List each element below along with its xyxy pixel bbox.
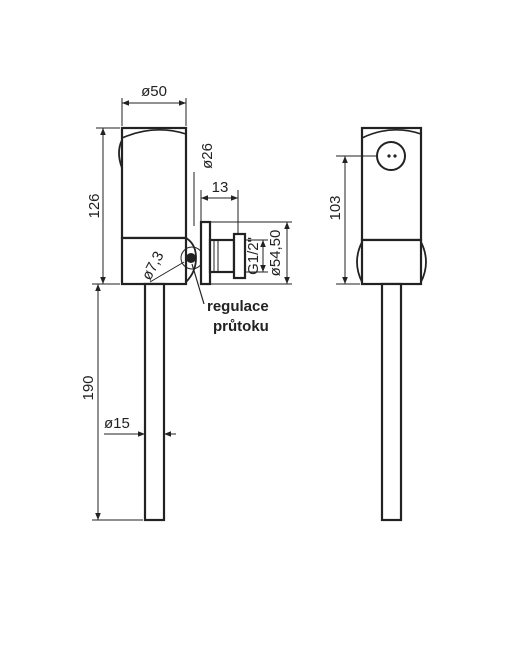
flow-regulator-screw [186, 253, 196, 263]
dim-d15: ø15 [104, 415, 130, 432]
front-view [118, 126, 247, 522]
side-pipe [380, 282, 403, 522]
side-body-lower [360, 238, 423, 286]
front-dimensions: ø50 126 ø26 13 ø54,50 G1/2" ø7,3 regulac… [80, 83, 292, 521]
note-regulace: regulace [207, 298, 269, 315]
dim-d26: ø26 [199, 143, 216, 169]
front-body-upper [120, 126, 188, 240]
side-body-upper [360, 126, 423, 242]
dim-103: 103 [327, 195, 344, 220]
note-prutoku: průtoku [213, 318, 269, 335]
front-pipe [143, 282, 166, 522]
dim-126: 126 [86, 193, 103, 218]
dim-g12: G1/2" [245, 237, 262, 275]
dim-13: 13 [212, 179, 229, 196]
sensor-window-icon [376, 141, 406, 171]
dim-190: 190 [80, 375, 97, 400]
front-body-lower [120, 236, 188, 286]
dim-d50: ø50 [141, 83, 167, 100]
side-dimensions: 103 [327, 155, 376, 285]
side-view [356, 126, 427, 522]
flange [199, 220, 212, 286]
dim-d5450: ø54,50 [267, 230, 284, 277]
